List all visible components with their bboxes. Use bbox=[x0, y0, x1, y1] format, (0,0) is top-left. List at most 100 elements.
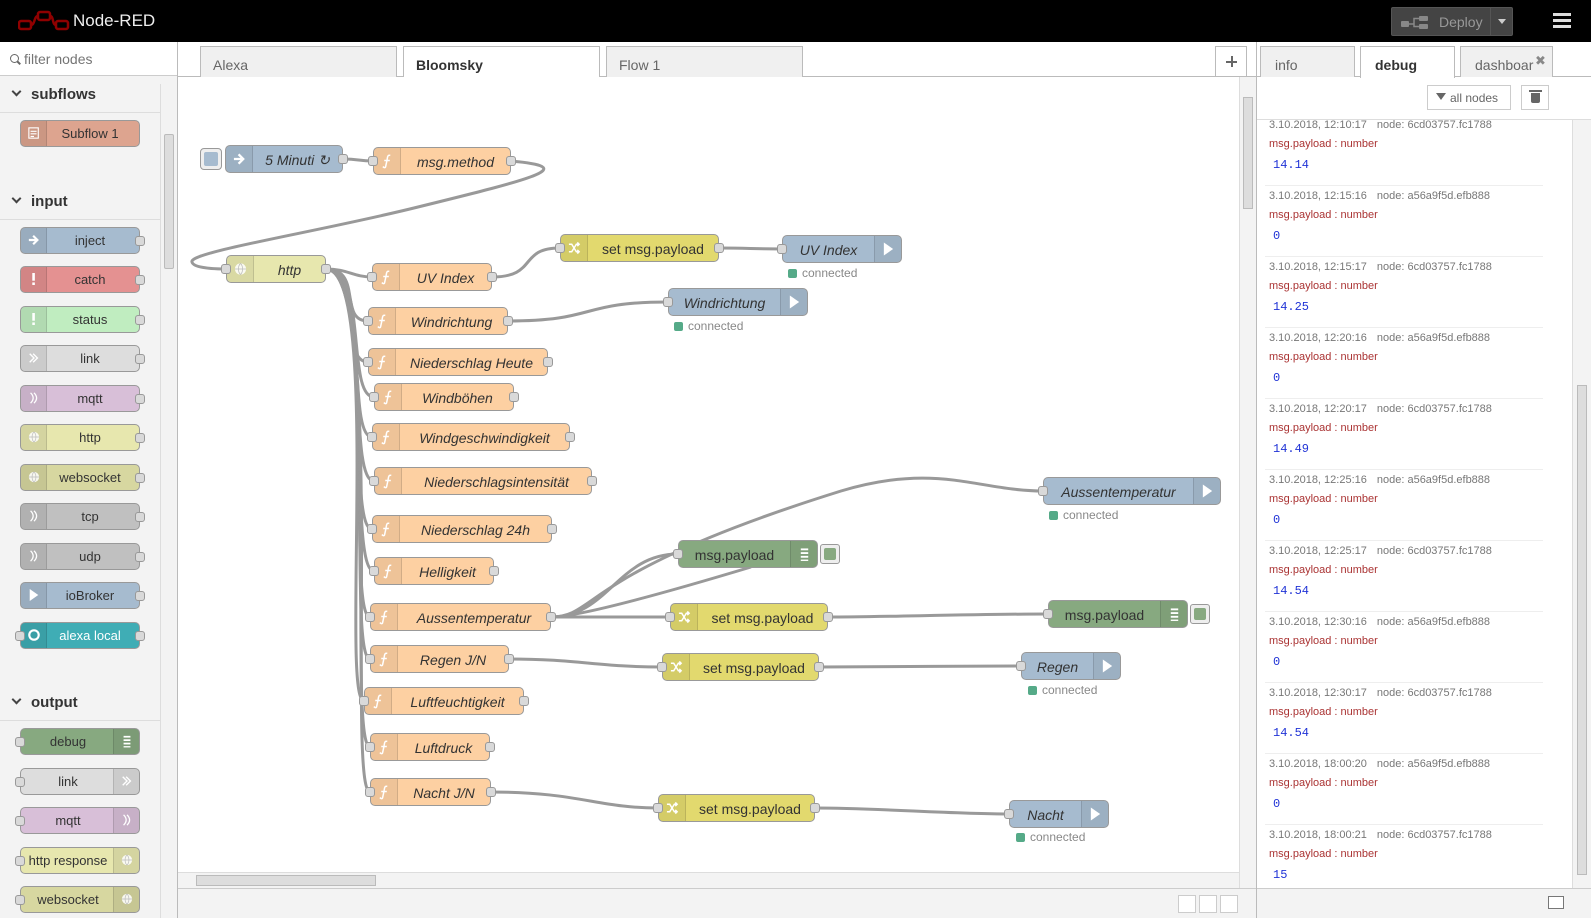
input-port[interactable] bbox=[365, 654, 375, 664]
output-port[interactable] bbox=[485, 742, 495, 752]
flow-node-set-payload[interactable]: set msg.payload bbox=[555, 234, 724, 262]
flow-node-nacht-fn[interactable]: Nacht J/N bbox=[365, 778, 496, 806]
palette-node-link[interactable]: link bbox=[20, 345, 145, 372]
message-node[interactable]: node: 6cd03757.fc1788 bbox=[1376, 545, 1492, 557]
flow-node-luftdruck[interactable]: Luftdruck bbox=[365, 733, 495, 761]
palette-node-websocket[interactable]: websocket bbox=[15, 886, 140, 913]
debug-toggle-button[interactable] bbox=[1190, 604, 1210, 624]
message-node[interactable]: node: a56a9f5d.efb888 bbox=[1376, 332, 1491, 344]
flow-node-set-payload[interactable]: set msg.payload bbox=[657, 653, 824, 681]
debug-scroll-thumb[interactable] bbox=[1577, 385, 1587, 875]
output-port[interactable] bbox=[546, 612, 556, 622]
clear-debug-button[interactable] bbox=[1521, 85, 1549, 110]
input-port[interactable] bbox=[777, 244, 787, 254]
flow-node-niederschlag-heute[interactable]: Niederschlag Heute bbox=[363, 348, 553, 376]
input-port[interactable] bbox=[368, 156, 378, 166]
message-node[interactable]: node: 6cd03757.fc1788 bbox=[1376, 261, 1492, 273]
flow-node-luftfeuchtigkeit[interactable]: Luftfeuchtigkeit bbox=[359, 687, 529, 715]
flow-node-nacht-out[interactable]: Nacht bbox=[1004, 800, 1109, 828]
palette-node-http[interactable]: http bbox=[20, 424, 145, 451]
flow-node-uv-index-out[interactable]: UV Index bbox=[777, 235, 902, 263]
filter-all-nodes-button[interactable]: all nodes bbox=[1427, 85, 1511, 110]
input-port[interactable] bbox=[363, 357, 373, 367]
palette-node-debug[interactable]: debug bbox=[15, 728, 140, 755]
flow-node-http[interactable]: http bbox=[221, 255, 331, 283]
palette-node-tcp[interactable]: tcp bbox=[20, 503, 145, 530]
output-port[interactable] bbox=[338, 154, 348, 164]
input-port[interactable] bbox=[365, 612, 375, 622]
output-port[interactable] bbox=[321, 264, 331, 274]
zoom-in-icon[interactable] bbox=[1220, 895, 1238, 913]
deploy-button[interactable]: Deploy bbox=[1391, 7, 1513, 36]
flow-node-msg-method[interactable]: msg.method bbox=[368, 147, 516, 175]
message-node[interactable]: node: 6cd03757.fc1788 bbox=[1376, 403, 1492, 415]
input-port[interactable] bbox=[663, 297, 673, 307]
palette-node-websocket[interactable]: websocket bbox=[20, 463, 145, 491]
palette-node-udp[interactable]: udp bbox=[20, 542, 145, 570]
output-port[interactable] bbox=[504, 654, 514, 664]
output-port[interactable] bbox=[506, 156, 516, 166]
input-port[interactable] bbox=[1038, 486, 1048, 496]
palette-node-inject[interactable]: inject bbox=[20, 226, 145, 254]
output-port[interactable] bbox=[547, 524, 557, 534]
flow-node-aussentemperatur-out[interactable]: Aussentemperatur bbox=[1038, 477, 1221, 505]
workspace-vertical-scrollbar[interactable] bbox=[1239, 77, 1256, 913]
main-menu-button[interactable] bbox=[1549, 11, 1575, 31]
input-port[interactable] bbox=[1016, 661, 1026, 671]
input-port[interactable] bbox=[221, 264, 231, 274]
flow-node-uv-index-fn[interactable]: UV Index bbox=[367, 263, 497, 291]
flow-node-regen-fn[interactable]: Regen J/N bbox=[365, 645, 514, 673]
palette-node-http-response[interactable]: http response bbox=[15, 846, 140, 874]
popout-icon[interactable] bbox=[1548, 896, 1564, 909]
palette-filter-input[interactable] bbox=[24, 50, 164, 68]
debug-scrollbar[interactable] bbox=[1572, 120, 1591, 888]
palette-node-subflow-1[interactable]: Subflow 1 bbox=[20, 120, 140, 147]
tab-debug[interactable]: debug bbox=[1360, 46, 1455, 78]
inject-trigger-button[interactable] bbox=[200, 148, 222, 170]
output-port[interactable] bbox=[814, 662, 824, 672]
flow-node-windrichtung-fn[interactable]: Windrichtung bbox=[363, 307, 513, 335]
palette-node-iobroker[interactable]: ioBroker bbox=[20, 582, 145, 609]
input-port[interactable] bbox=[367, 432, 377, 442]
message-node[interactable]: node: 6cd03757.fc1788 bbox=[1376, 829, 1492, 841]
input-port[interactable] bbox=[1004, 809, 1014, 819]
tab-alexa[interactable]: Alexa bbox=[200, 46, 397, 77]
tab-dashboard[interactable]: dashboar bbox=[1460, 46, 1553, 77]
output-port[interactable] bbox=[823, 612, 833, 622]
tab-info[interactable]: info bbox=[1260, 46, 1355, 77]
flow-node-windrichtung-out[interactable]: Windrichtung bbox=[663, 288, 808, 316]
palette-node-alexa-local[interactable]: alexa local bbox=[15, 621, 145, 649]
workspace-horizontal-scrollbar[interactable] bbox=[178, 872, 1239, 888]
flow-node-niederschlagsintensitaet[interactable]: Niederschlagsintensität bbox=[369, 467, 597, 495]
output-port[interactable] bbox=[519, 696, 529, 706]
flow-node-niederschlag-24h[interactable]: Niederschlag 24h bbox=[367, 515, 557, 543]
message-node[interactable]: node: 6cd03757.fc1788 bbox=[1376, 687, 1492, 699]
workspace-v-thumb[interactable] bbox=[1243, 97, 1253, 209]
palette-node-status[interactable]: status bbox=[20, 305, 145, 333]
output-port[interactable] bbox=[503, 316, 513, 326]
tab-bloomsky[interactable]: Bloomsky bbox=[403, 46, 600, 78]
flow-node-aussentemperatur-fn[interactable]: Aussentemperatur bbox=[365, 603, 556, 631]
workspace-h-thumb[interactable] bbox=[196, 875, 376, 886]
zoom-out-icon[interactable] bbox=[1178, 895, 1196, 913]
output-port[interactable] bbox=[486, 787, 496, 797]
input-port[interactable] bbox=[369, 566, 379, 576]
output-port[interactable] bbox=[509, 392, 519, 402]
input-port[interactable] bbox=[365, 787, 375, 797]
deploy-menu-caret-icon[interactable] bbox=[1490, 8, 1512, 35]
flow-node-msg-payload[interactable]: msg.payload bbox=[673, 540, 840, 568]
message-node[interactable]: node: a56a9f5d.efb888 bbox=[1376, 616, 1491, 628]
flow-node-helligkeit[interactable]: Helligkeit bbox=[369, 557, 499, 585]
palette-scroll-thumb[interactable] bbox=[164, 134, 174, 269]
palette-node-mqtt[interactable]: mqtt bbox=[20, 384, 145, 412]
flow-node-regen-out[interactable]: Regen bbox=[1016, 652, 1121, 680]
